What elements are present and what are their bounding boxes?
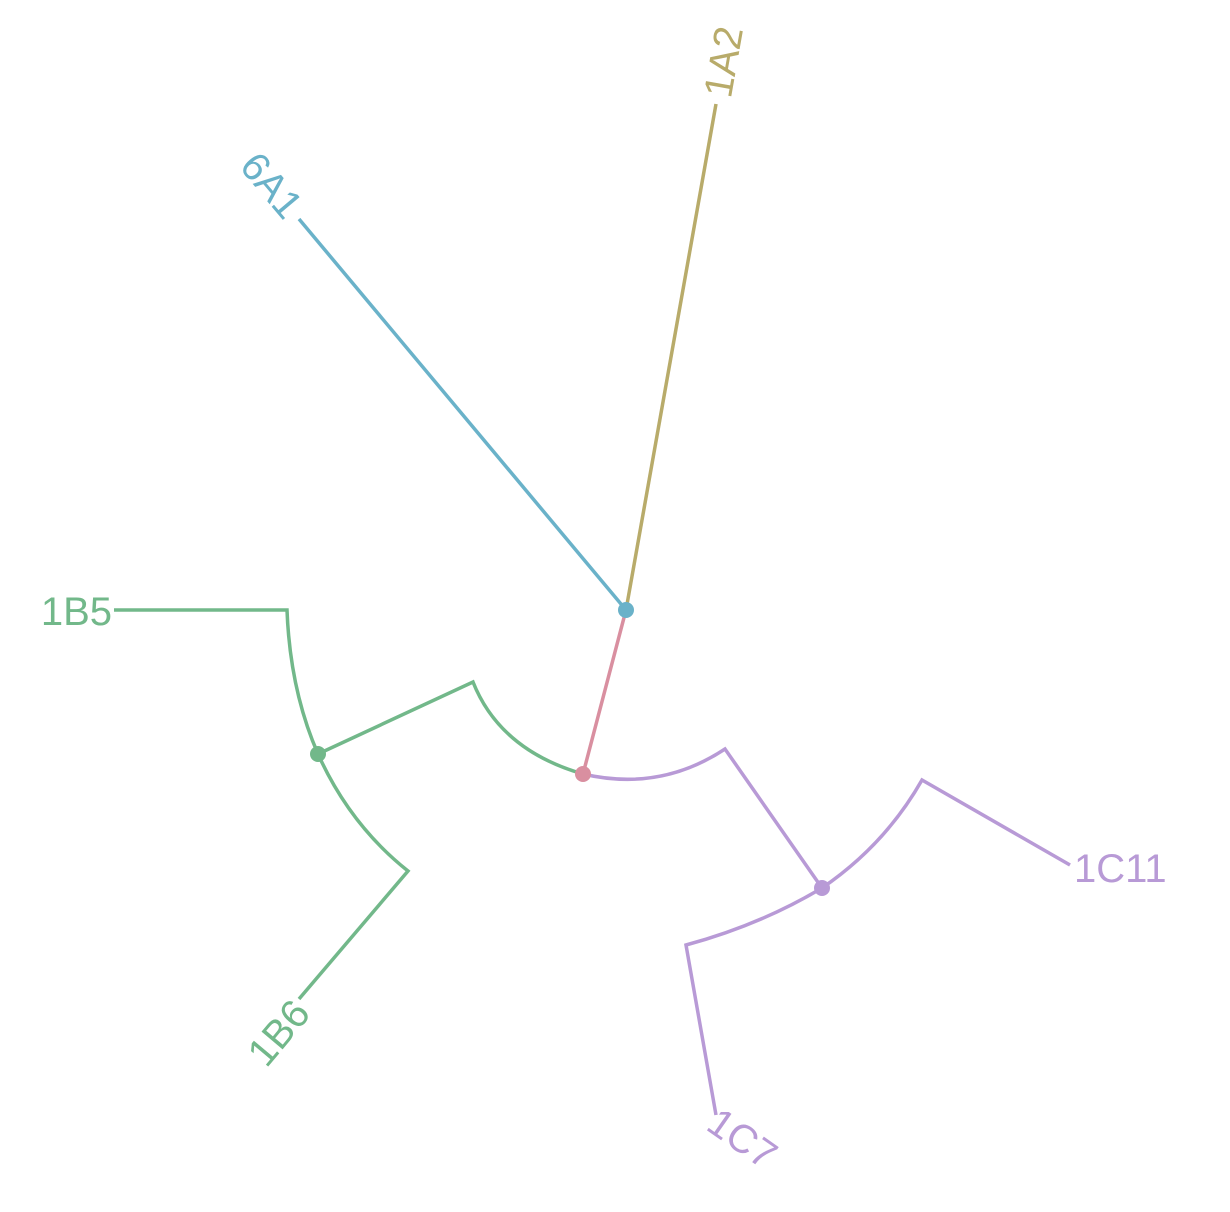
branch-1c11: [821, 777, 1071, 890]
branch-root-to-node-b: [317, 679, 584, 776]
internal-node-b: [310, 746, 326, 762]
branch-1c7: [683, 886, 823, 1116]
leaf-label-1c11: 1C11: [1074, 847, 1167, 891]
branch-1b6: [297, 753, 411, 1001]
branch-1b5: [114, 608, 320, 755]
internal-node-a: [618, 602, 634, 618]
internal-node-c: [814, 880, 830, 896]
leaf-label-6a1: 6A1: [231, 144, 310, 227]
leaf-label-1a2: 1A2: [696, 23, 752, 101]
leaf-label-1c7: 1C7: [699, 1100, 784, 1178]
branch-6a1: [297, 217, 628, 612]
branch-root-to-node-c: [582, 746, 824, 890]
branch-root-to-node-a: [581, 609, 628, 775]
leaf-label-1b5: 1B5: [41, 590, 112, 634]
branch-1a2: [624, 103, 718, 611]
leaf-label-1b6: 1B6: [239, 992, 318, 1075]
root-node: [575, 766, 591, 782]
